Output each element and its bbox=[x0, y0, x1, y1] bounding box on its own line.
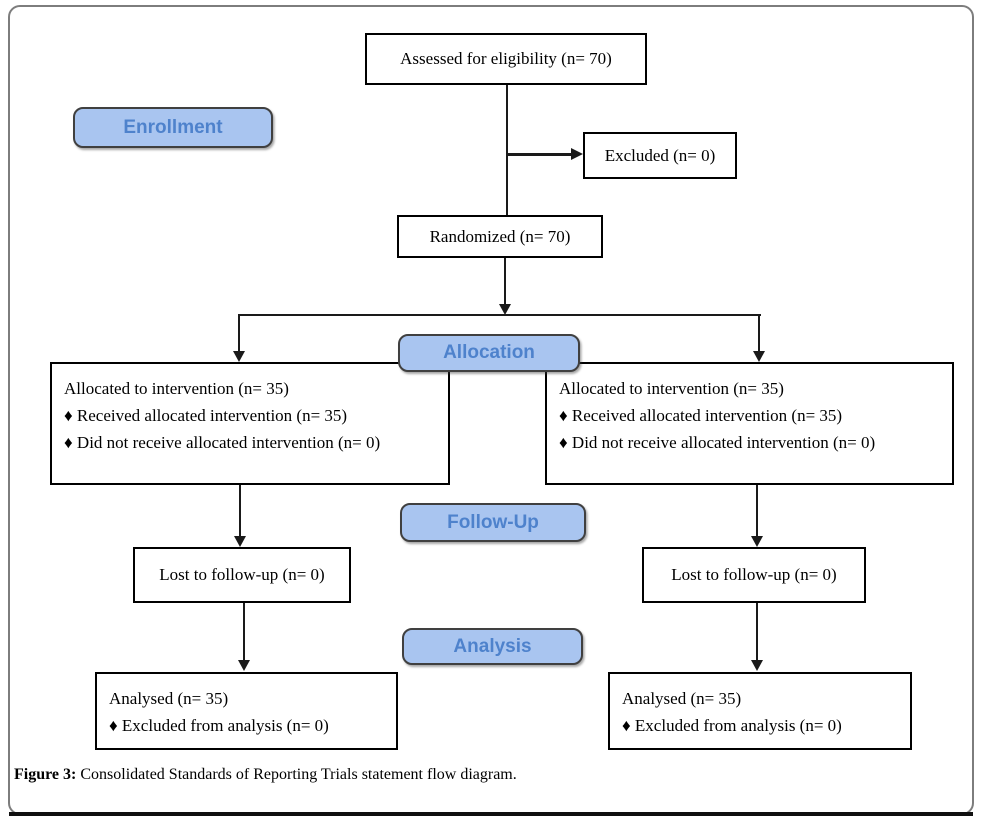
allocation-right-title: Allocated to intervention (n= 35) bbox=[559, 379, 784, 398]
line-randomized-down bbox=[504, 258, 506, 305]
lost-right-box: Lost to follow-up (n= 0) bbox=[642, 547, 866, 603]
lost-right-text: Lost to follow-up (n= 0) bbox=[671, 565, 837, 584]
line-assessed-to-randomized bbox=[506, 85, 508, 215]
allocation-stage-label: Allocation bbox=[398, 334, 580, 372]
line-lost-right-to-analysed bbox=[756, 603, 758, 661]
analysis-stage-text: Analysis bbox=[453, 635, 532, 657]
figure-caption-label: Figure 3: bbox=[14, 766, 77, 783]
arrowhead-alloc-right bbox=[753, 351, 765, 362]
arrowhead-analysed-left bbox=[238, 660, 250, 671]
line-lost-left-to-analysed bbox=[243, 603, 245, 661]
line-branch-left-down bbox=[238, 314, 240, 352]
arrowhead-analysed-right bbox=[751, 660, 763, 671]
figure-caption: Figure 3: Consolidated Standards of Repo… bbox=[14, 766, 954, 784]
analysed-left-title: Analysed (n= 35) bbox=[109, 689, 229, 708]
allocation-right-bullet-2: ♦ Did not receive allocated intervention… bbox=[559, 433, 876, 452]
analysed-right-box: Analysed (n= 35) ♦ Excluded from analysi… bbox=[608, 672, 912, 750]
randomized-box: Randomized (n= 70) bbox=[397, 215, 603, 258]
randomized-text: Randomized (n= 70) bbox=[429, 226, 571, 246]
line-excluded-branch bbox=[507, 153, 571, 156]
arrowhead-alloc-left bbox=[233, 351, 245, 362]
excluded-text: Excluded (n= 0) bbox=[604, 145, 716, 165]
allocation-left-title: Allocated to intervention (n= 35) bbox=[64, 379, 289, 398]
figure-caption-text: Consolidated Standards of Reporting Tria… bbox=[76, 766, 517, 783]
allocation-left-bullet-2: ♦ Did not receive allocated intervention… bbox=[64, 433, 381, 452]
assessed-text: Assessed for eligibility (n= 70) bbox=[400, 49, 612, 68]
arrowhead-lost-left bbox=[234, 536, 246, 547]
followup-stage-label: Follow-Up bbox=[400, 503, 586, 542]
enrollment-stage-label: Enrollment bbox=[73, 107, 273, 148]
excluded-box: Excluded (n= 0) bbox=[583, 132, 737, 179]
lost-left-text: Lost to follow-up (n= 0) bbox=[159, 565, 325, 584]
arrowhead-excluded bbox=[571, 148, 583, 160]
allocation-stage-text: Allocation bbox=[443, 342, 535, 363]
allocation-left-box: Allocated to intervention (n= 35) ♦ Rece… bbox=[50, 362, 450, 485]
analysis-stage-label: Analysis bbox=[402, 628, 583, 665]
analysed-right-title: Analysed (n= 35) bbox=[622, 689, 742, 708]
allocation-left-bullet-1: ♦ Received allocated intervention (n= 35… bbox=[64, 406, 348, 425]
analysed-left-bullet-1: ♦ Excluded from analysis (n= 0) bbox=[109, 716, 329, 735]
allocation-right-bullet-1: ♦ Received allocated intervention (n= 35… bbox=[559, 406, 843, 425]
analysed-right-bullet-1: ♦ Excluded from analysis (n= 0) bbox=[622, 716, 842, 735]
lost-left-box: Lost to follow-up (n= 0) bbox=[133, 547, 351, 603]
enrollment-stage-text: Enrollment bbox=[123, 116, 223, 138]
followup-stage-text: Follow-Up bbox=[447, 511, 539, 533]
line-alloc-right-to-lost bbox=[756, 485, 758, 537]
analysed-left-box: Analysed (n= 35) ♦ Excluded from analysi… bbox=[95, 672, 398, 750]
allocation-right-box: Allocated to intervention (n= 35) ♦ Rece… bbox=[545, 362, 954, 485]
arrowhead-lost-right bbox=[751, 536, 763, 547]
arrowhead-randomized bbox=[499, 304, 511, 315]
line-branch-right-down bbox=[758, 314, 760, 352]
figure-bottom-rule bbox=[9, 812, 973, 816]
assessed-box: Assessed for eligibility (n= 70) bbox=[365, 33, 647, 85]
line-alloc-left-to-lost bbox=[239, 485, 241, 537]
line-branch-horizontal bbox=[239, 314, 761, 316]
